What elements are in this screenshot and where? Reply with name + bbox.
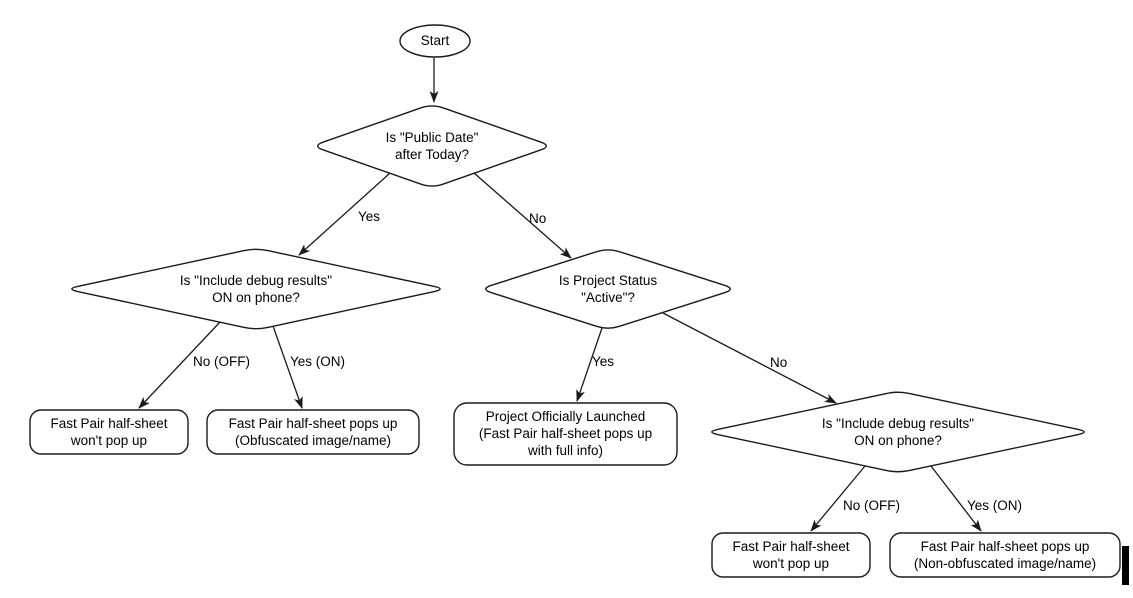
outcome-launched-label: Project Officially Launched (Fast Pair h… [478, 409, 653, 458]
edge-debug-right-no [810, 465, 866, 532]
edge-label-debug-right-no: No (OFF) [843, 498, 900, 513]
edge-public-date-yes [298, 172, 391, 256]
start-node-shape [399, 24, 471, 58]
edge-debug-left-no [138, 321, 221, 409]
edge-label-public-date-yes: Yes [358, 209, 381, 224]
decision-debug-left-label: Is "Include debug results" ON on phone? [179, 273, 333, 305]
decision-public-date-shape [316, 105, 548, 187]
outcome-non-obfuscated-label: Fast Pair half-sheet pops up (Non-obfusc… [913, 539, 1097, 571]
outcome-obfuscated-label: Fast Pair half-sheet pops up (Obfuscated… [228, 416, 398, 448]
edge-label-debug-left-no: No (OFF) [193, 354, 250, 369]
start-node-label: Start [420, 33, 450, 48]
edge-project-status-no [662, 312, 837, 404]
outcome-no-popup-right-shape [711, 532, 871, 578]
edge-debug-left-yes [272, 325, 303, 409]
decision-project-status-label: Is Project Status "Active"? [558, 273, 658, 305]
edge-public-date-no [473, 172, 572, 259]
edge-label-debug-right-yes: Yes (ON) [967, 498, 1023, 513]
decision-debug-left-shape [71, 248, 441, 330]
decision-debug-right-shape [711, 391, 1085, 473]
text-cursor[interactable] [1122, 546, 1129, 585]
outcome-obfuscated-shape [206, 409, 420, 455]
decision-debug-right-label: Is "Include debug results" ON on phone? [821, 416, 975, 448]
decision-project-status-shape [485, 249, 731, 329]
edge-project-status-yes [576, 327, 603, 402]
edge-label-debug-left-yes: Yes (ON) [290, 354, 346, 369]
decision-public-date-label: Is "Public Date" after Today? [385, 130, 479, 162]
outcome-launched-shape [453, 402, 678, 466]
outcome-no-popup-left-label: Fast Pair half-sheet won't pop up [50, 416, 168, 448]
outcome-no-popup-left-shape [29, 409, 189, 455]
edge-label-project-status-no: No [770, 355, 788, 370]
edge-debug-right-yes [930, 465, 982, 532]
edge-label-public-date-no: No [529, 211, 547, 226]
outcome-no-popup-right-label: Fast Pair half-sheet won't pop up [732, 539, 850, 571]
outcome-non-obfuscated-shape [889, 532, 1121, 578]
edge-label-project-status-yes: Yes [592, 354, 615, 369]
